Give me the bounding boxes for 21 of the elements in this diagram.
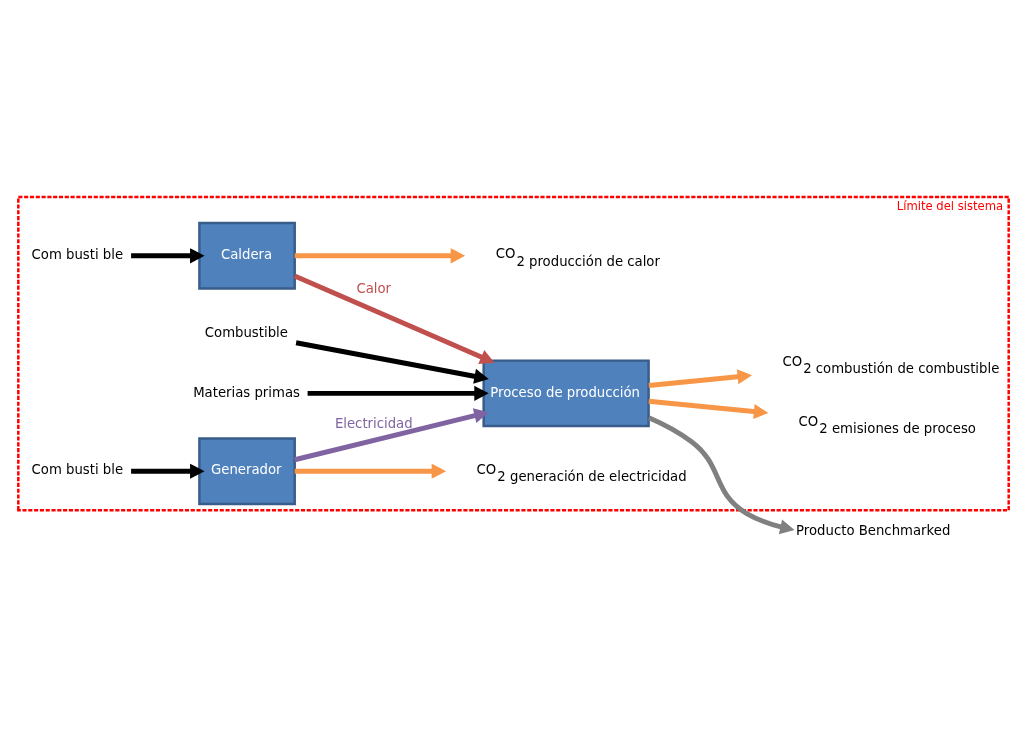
arrow [294, 463, 447, 479]
arrow [294, 247, 466, 263]
node-box: Caldera [198, 221, 296, 290]
edge-label: Electricidad [334, 415, 413, 431]
node-text: Com busti ble [31, 246, 124, 262]
node-box: Generador [198, 436, 296, 505]
node-box: Proceso de producción [482, 358, 650, 427]
arrow [648, 398, 769, 419]
arrow [295, 339, 489, 384]
node-text: Combustible [204, 324, 288, 340]
node-text: Materias primas [193, 384, 300, 400]
node-text: Com busti ble [31, 461, 124, 477]
arrow [307, 385, 489, 401]
arrow [648, 368, 753, 388]
arrow [647, 414, 795, 534]
arrow [294, 407, 489, 462]
arrow [131, 247, 205, 263]
node-text: Producto Benchmarked [796, 522, 951, 538]
edge-label: Calor [356, 280, 392, 296]
arrow [131, 463, 205, 479]
arrow [293, 273, 495, 364]
